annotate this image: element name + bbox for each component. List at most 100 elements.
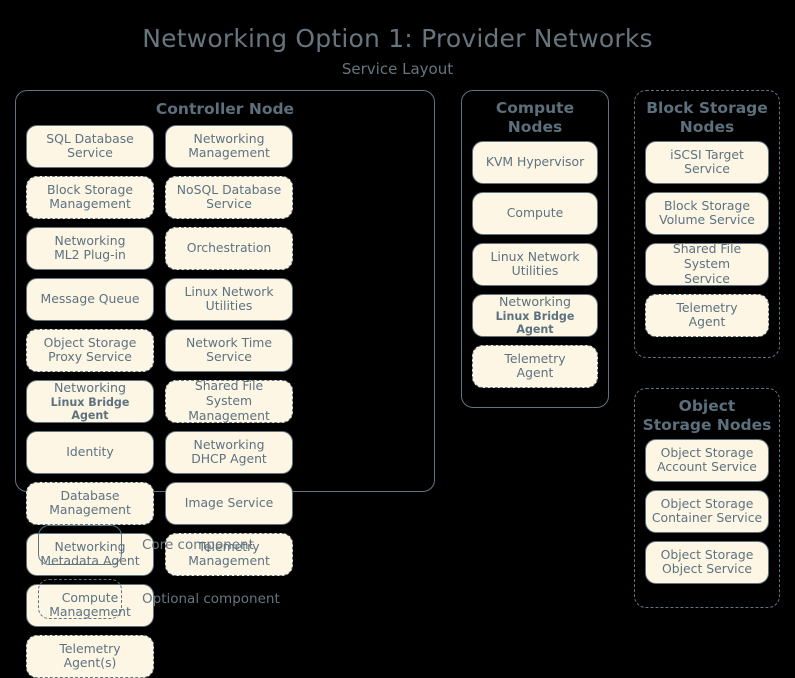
service-box-label-primary: Networking xyxy=(498,293,572,309)
service-box-label-primary: Telemetry xyxy=(676,299,738,315)
service-box-label-primary: Linux Network xyxy=(184,283,274,299)
page-subtitle: Service Layout xyxy=(341,60,454,78)
service-box-label-primary: Object Storage xyxy=(660,444,754,460)
service-box-label-primary: Block Storage xyxy=(664,197,750,213)
service-box-label-primary: Block Storage xyxy=(47,181,133,197)
legend-swatch-dashed xyxy=(38,579,122,619)
service-box-label-secondary: Utilities xyxy=(511,263,559,279)
service-box-label-secondary: ML2 Plug-in xyxy=(54,247,126,263)
service-box-label-secondary: Management xyxy=(188,145,270,161)
group-title-line1: Compute xyxy=(495,99,575,117)
service-box-label-primary: Telemetry xyxy=(504,350,566,366)
service-box-label-primary: SQL Database xyxy=(46,130,134,146)
service-box-label-primary: NoSQL Database xyxy=(176,181,282,197)
service-box-label-primary: Networking xyxy=(193,436,265,452)
service-box-label-primary: Shared File System xyxy=(672,241,742,271)
service-box-label-secondary: Service xyxy=(67,145,113,161)
group-title-controller-node: Controller Node xyxy=(155,100,295,118)
service-box-label-primary: Object Storage xyxy=(660,546,754,562)
service-box-label-secondary: Volume Service xyxy=(659,212,755,228)
service-box-label-primary: Orchestration xyxy=(186,240,272,256)
service-box-label-secondary: Service xyxy=(206,349,252,365)
service-box-label-primary: Object Storage xyxy=(43,334,137,350)
legend-label: Core component xyxy=(142,537,254,553)
service-box-label-primary: Network Time xyxy=(186,334,272,350)
service-box-label-secondary: Account Service xyxy=(657,459,757,475)
service-box[interactable]: Message Queue xyxy=(26,277,154,321)
service-box[interactable]: Image Service xyxy=(165,481,293,525)
service-box-label-primary: Shared File System xyxy=(194,378,264,409)
service-box-label-primary: Telemetry xyxy=(59,640,121,656)
service-box-label-primary: Linux Network xyxy=(490,248,580,264)
service-box-label-primary: Networking xyxy=(54,232,126,248)
service-box-label-primary: Message Queue xyxy=(40,291,140,307)
service-box-label-secondary: Management xyxy=(49,604,131,620)
group-title-line1: Block Storage xyxy=(646,99,768,117)
service-box-label-secondary: Linux Bridge Agent xyxy=(50,395,130,422)
legend-swatch-solid xyxy=(38,525,122,565)
service-box-label-primary: Networking xyxy=(193,130,265,146)
service-box-label-secondary: Agent(s) xyxy=(63,655,117,671)
service-box-label-primary: Database xyxy=(60,487,120,503)
service-box-label-secondary: Management xyxy=(188,407,270,423)
service-box-label-secondary: Linux Bridge Agent xyxy=(495,309,575,336)
service-box-label-secondary: Agent xyxy=(516,365,554,381)
service-box-label-primary: Identity xyxy=(66,444,114,460)
service-box[interactable]: KVM Hypervisor xyxy=(472,140,598,184)
service-box[interactable]: Orchestration xyxy=(165,226,293,270)
page-title: Networking Option 1: Provider Networks xyxy=(142,24,653,53)
service-box[interactable]: Compute xyxy=(472,191,598,235)
group-title-line2: Nodes xyxy=(679,117,735,136)
service-box-label-secondary: Management xyxy=(49,196,131,212)
service-box[interactable]: Identity xyxy=(26,430,154,474)
service-box-label-secondary: Service xyxy=(684,270,730,286)
group-title-object-storage-nodes: Object Storage Nodes xyxy=(635,389,779,437)
group-title-line2: Storage Nodes xyxy=(642,415,772,434)
legend-row: Core component xyxy=(38,518,378,572)
service-box-label-secondary: Object Service xyxy=(661,561,753,577)
service-box-label-primary: KVM Hypervisor xyxy=(485,154,585,169)
service-box-label-primary: Image Service xyxy=(184,495,274,511)
service-box-label-secondary: Service xyxy=(206,196,252,212)
service-box-label-primary: Telemetry xyxy=(198,538,260,554)
service-box-label-secondary: Agent xyxy=(688,314,726,330)
legend-row: Optional component xyxy=(38,572,378,626)
service-box-label-secondary: Management xyxy=(49,502,131,518)
service-box-label-secondary: Proxy Service xyxy=(48,349,132,365)
legend-label: Optional component xyxy=(142,591,280,607)
service-box-label-secondary: Container Service xyxy=(651,510,763,526)
group-title-line1: Object xyxy=(678,397,736,415)
service-box-label-secondary: DHCP Agent xyxy=(191,451,267,467)
